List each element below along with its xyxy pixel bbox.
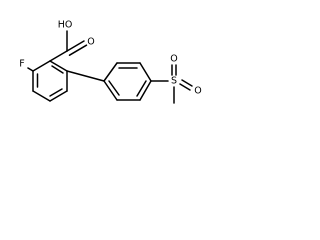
- ring1-bond-c1-c2: [49, 60, 68, 72]
- ring2-bond-c4-c5: [139, 80, 152, 101]
- sulfonyl-oxygen-top-label: O: [170, 54, 177, 65]
- carboxyl-c-o-double-bond-2: [68, 44, 88, 56]
- sulfonyl-oxygen-right-label: O: [194, 86, 201, 97]
- ring1-double-bond-inner-2: [49, 88, 63, 97]
- hydroxyl-label: HO: [58, 20, 73, 31]
- ring-carboxyl-bond: [49, 50, 68, 62]
- ring2-double-bond-inner-2: [136, 80, 147, 97]
- sulfur-oxygen-right-double-bond-1: [179, 83, 191, 91]
- ring2-bond-c6-c1: [103, 80, 118, 101]
- ring2-bond-c3-c4: [139, 62, 152, 82]
- fluorine-atom-label: F: [19, 59, 24, 70]
- carbonyl-oxygen-label: O: [87, 37, 94, 48]
- c-f-bond: [27, 67, 34, 72]
- ring2-bond-c1-c2: [103, 62, 118, 82]
- left-benzene-ring: [32, 60, 68, 102]
- ring1-double-bond-inner-1: [51, 65, 64, 74]
- carboxyl-c-o-double-bond-1: [66, 40, 85, 52]
- biaryl-bond: [66, 70, 105, 82]
- ring1-bond-c3-c4: [49, 90, 68, 102]
- chemical-structure-diagram: F HO O S O O: [19, 20, 202, 104]
- sulfur-oxygen-right-double-bond-2: [181, 79, 193, 87]
- right-benzene-ring: [103, 62, 152, 101]
- ring1-bond-c6-c1: [32, 60, 51, 72]
- ring2-double-bond-inner-3: [108, 80, 120, 96]
- sulfur-atom-label: S: [171, 76, 177, 87]
- ring1-bond-c4-c5: [32, 90, 51, 102]
